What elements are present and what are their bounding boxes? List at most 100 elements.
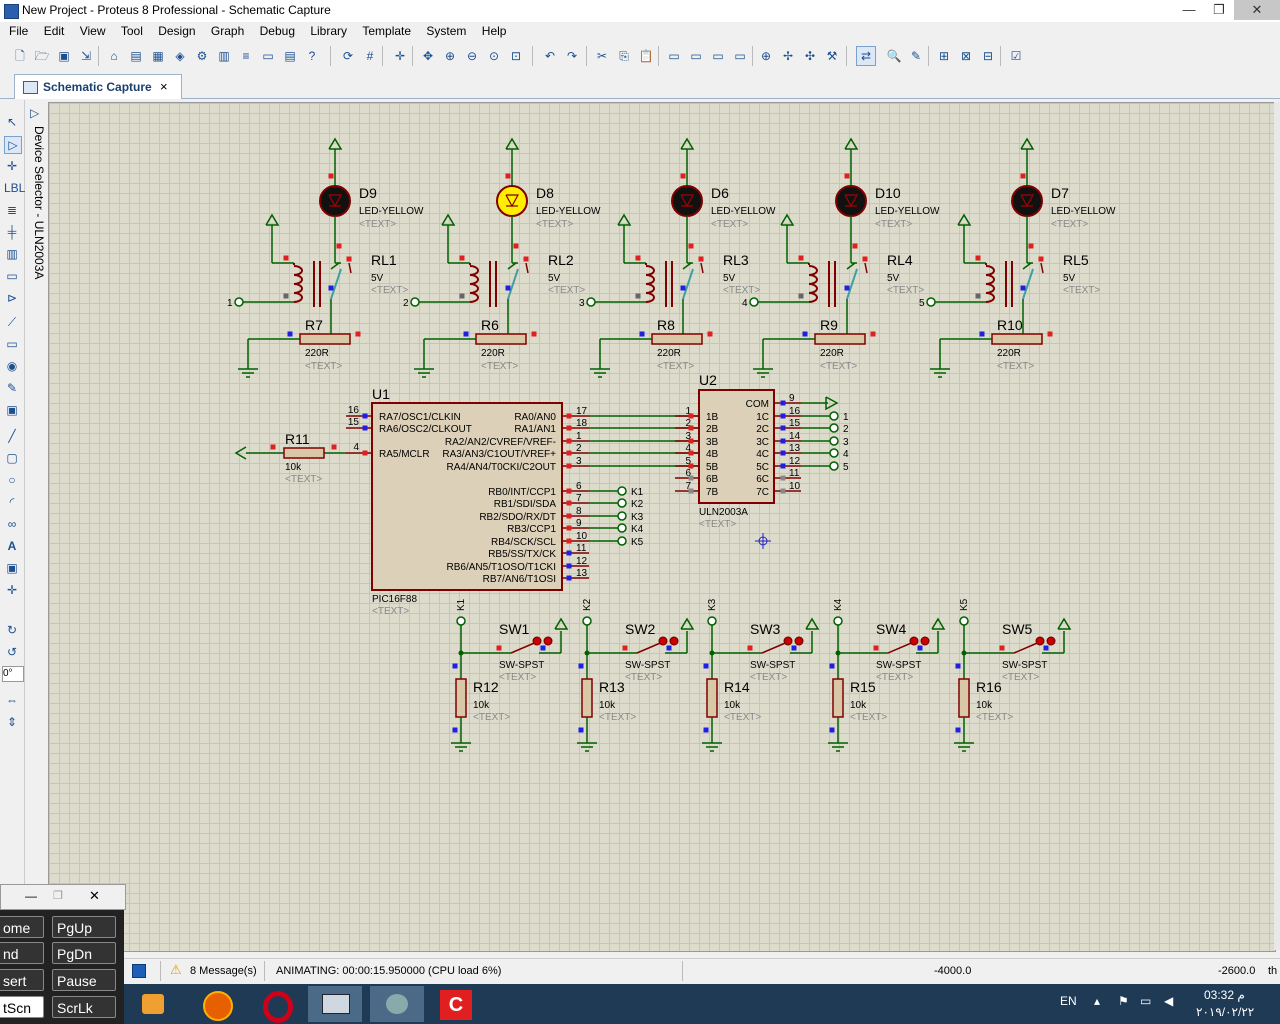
3d-view-icon[interactable]: ◈	[175, 49, 185, 63]
voltage-probe-icon[interactable]: ✎	[6, 381, 18, 395]
package-tool-icon[interactable]: ✣	[804, 49, 816, 63]
block-delete-icon[interactable]: ▭	[734, 49, 746, 63]
device-selector-expand-icon[interactable]: ▷	[30, 106, 40, 120]
block-rotate-icon[interactable]: ▭	[712, 49, 724, 63]
gerber-icon[interactable]: ⚙	[196, 49, 208, 63]
import-icon[interactable]: ⇲	[80, 49, 92, 63]
language-indicator[interactable]: EN	[1060, 994, 1077, 1008]
new-sheet-icon[interactable]: ⊞	[938, 49, 950, 63]
action-center-icon[interactable]: ⚑	[1118, 994, 1129, 1008]
component-mode-icon[interactable]: ▷	[4, 136, 22, 154]
firefox-icon[interactable]	[190, 986, 244, 1022]
pcb-icon[interactable]: ▦	[152, 49, 164, 63]
origin-icon[interactable]: ✛	[394, 49, 406, 63]
redo-icon[interactable]: ↷	[566, 49, 578, 63]
menu-design[interactable]: Design	[158, 24, 196, 38]
marker-tool-icon[interactable]: ✛	[6, 583, 18, 597]
key-scrlk[interactable]: ScrLk	[52, 996, 116, 1018]
clock-time[interactable]: 03:32 م	[1204, 988, 1245, 1002]
rotate-anticlockwise-icon[interactable]: ↺	[6, 645, 18, 659]
text-script-icon[interactable]: ≣	[6, 203, 18, 217]
key-pause[interactable]: Pause	[52, 969, 116, 991]
arc-tool-icon[interactable]: ◜	[9, 495, 15, 509]
pan-icon[interactable]: ✥	[422, 49, 434, 63]
block-copy-icon[interactable]: ▭	[668, 49, 680, 63]
electrical-rule-check-icon[interactable]: ☑	[1010, 49, 1022, 63]
menu-debug[interactable]: Debug	[259, 24, 295, 38]
tray-chevron-icon[interactable]: ▴	[1094, 994, 1101, 1008]
cut-icon[interactable]: ✂	[596, 49, 608, 63]
menu-file[interactable]: File	[9, 24, 29, 38]
menu-system[interactable]: System	[426, 24, 467, 38]
text-tool-icon[interactable]: A	[7, 539, 17, 553]
tab-close-icon[interactable]: ×	[160, 79, 168, 94]
menu-help[interactable]: Help	[481, 24, 507, 38]
terminals-icon[interactable]: ▭	[6, 269, 18, 283]
close-button[interactable]: ✕	[1234, 0, 1280, 20]
bom-icon[interactable]: ▥	[218, 49, 230, 63]
virtual-instruments-icon[interactable]: ▣	[6, 403, 18, 417]
block-move-icon[interactable]: ▭	[690, 49, 702, 63]
maximize-button[interactable]: ❐	[1213, 2, 1225, 17]
save-icon[interactable]: ▣	[58, 49, 70, 63]
media-player-icon[interactable]	[130, 986, 184, 1022]
selection-mode-icon[interactable]: ↖	[6, 115, 18, 129]
subcircuit-icon[interactable]: ▥	[6, 247, 18, 261]
buses-icon[interactable]: ╪	[7, 225, 17, 239]
menu-edit[interactable]: Edit	[43, 24, 65, 38]
mirror-vertical-icon[interactable]: ⇕	[6, 715, 18, 729]
canvas-scrollbar[interactable]	[1274, 102, 1280, 950]
rotate-clockwise-icon[interactable]: ↻	[6, 623, 18, 637]
graph-mode-icon[interactable]: ⟋	[7, 315, 17, 329]
junction-dot-icon[interactable]: ✛	[6, 159, 18, 173]
message-count[interactable]: 8 Message(s)	[190, 965, 257, 977]
search-icon[interactable]: 🔍	[886, 49, 902, 63]
zoom-all-icon[interactable]: ⊙	[488, 49, 500, 63]
tape-recorder-icon[interactable]: ▭	[6, 337, 18, 351]
box-tool-icon[interactable]: ▢	[6, 451, 18, 465]
osk-close-icon[interactable]: ✕	[89, 888, 100, 903]
open-folder-icon[interactable]: 🗁	[34, 49, 50, 63]
decompose-icon[interactable]: ⚒	[826, 49, 838, 63]
circle-tool-icon[interactable]: ○	[8, 473, 16, 487]
property-tool-icon[interactable]: ✎	[910, 49, 922, 63]
path-tool-icon[interactable]: ∞	[7, 517, 17, 531]
make-device-icon[interactable]: ✢	[782, 49, 794, 63]
stop-simulation-icon[interactable]	[132, 964, 146, 978]
tab-schematic-capture[interactable]: Schematic Capture ×	[14, 74, 182, 99]
grid-icon[interactable]: #	[366, 49, 374, 63]
remove-sheet-icon[interactable]: ⊠	[960, 49, 972, 63]
report-icon[interactable]: ▤	[284, 49, 296, 63]
zoom-area-icon[interactable]: ⊡	[510, 49, 522, 63]
key-pgdn[interactable]: PgDn	[52, 942, 116, 964]
new-file-icon[interactable]: 🗋	[15, 49, 25, 63]
schematic-drawing[interactable]: D9LED-YELLOW<TEXT>1RL15V<TEXT>R7220R<TEX…	[49, 103, 1275, 951]
menu-library[interactable]: Library	[310, 24, 348, 38]
rotation-angle-field[interactable]: 0°	[2, 666, 24, 682]
refresh-icon[interactable]: ⟳	[342, 49, 354, 63]
menu-view[interactable]: View	[79, 24, 106, 38]
key-insert[interactable]: sert	[0, 969, 44, 991]
device-selector-panel[interactable]: ▷ Device Selector - ULN2003A	[26, 100, 48, 955]
clock-date[interactable]: ٢٠١٩/٠٢/٢٢	[1196, 1005, 1255, 1019]
zoom-out-icon[interactable]: ⊖	[466, 49, 478, 63]
paste-icon[interactable]: 📋	[638, 49, 654, 63]
menu-graph[interactable]: Graph	[210, 24, 245, 38]
osk-maximize-icon[interactable]: ❐	[53, 890, 63, 902]
exit-to-parent-icon[interactable]: ⊟	[982, 49, 994, 63]
notes-icon[interactable]: ▭	[262, 49, 274, 63]
menu-tool[interactable]: Tool	[120, 24, 143, 38]
key-pgup[interactable]: PgUp	[52, 916, 116, 938]
volume-icon[interactable]: ◀	[1164, 994, 1174, 1008]
key-prtscn[interactable]: tScn	[0, 996, 44, 1018]
key-home[interactable]: ome	[0, 916, 44, 938]
schematic-icon[interactable]: ▤	[130, 49, 142, 63]
symbol-tool-icon[interactable]: ▣	[6, 561, 18, 575]
undo-icon[interactable]: ↶	[544, 49, 556, 63]
opera-icon[interactable]	[250, 986, 304, 1023]
pic-compiler-task-icon[interactable]: C	[430, 986, 484, 1022]
source-code-icon[interactable]: ≡	[242, 49, 250, 63]
wire-label-icon[interactable]: LBL	[4, 181, 26, 195]
menu-template[interactable]: Template	[362, 24, 412, 38]
